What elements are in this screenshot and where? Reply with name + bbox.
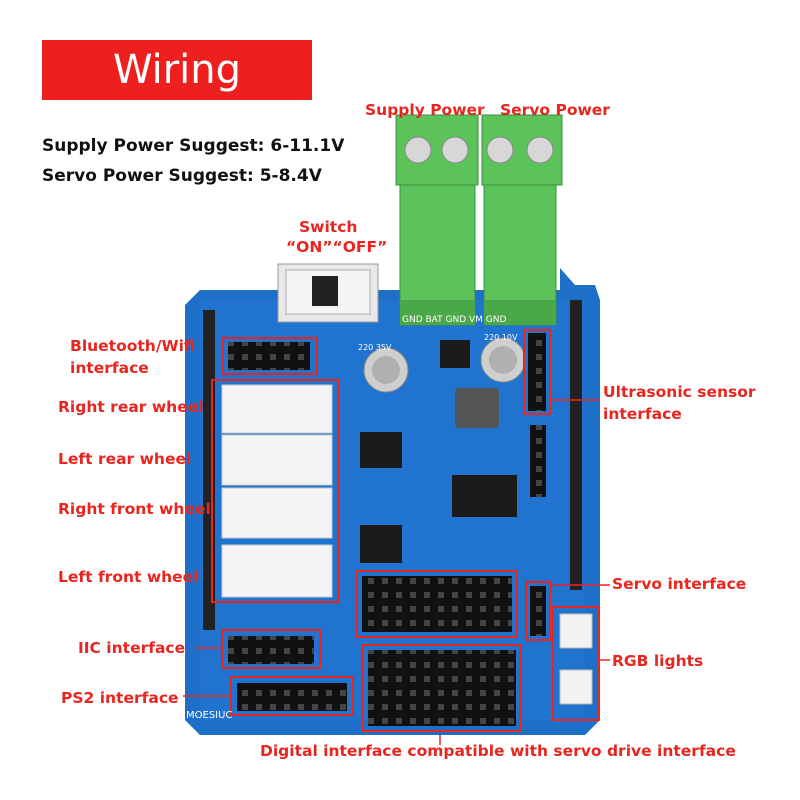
supply-terminal-block — [395, 114, 479, 326]
motor-connectors — [221, 384, 333, 598]
svg-text:220 10V: 220 10V — [484, 333, 518, 342]
bluetooth-header — [228, 342, 310, 370]
iic-interface-label: IIC interface — [78, 639, 186, 657]
right-front-wheel-label: Right front wheel — [58, 500, 211, 518]
supply-power-label: Supply Power — [365, 101, 485, 119]
capacitor-right — [480, 337, 526, 383]
motor-driver-ic-1 — [360, 432, 402, 468]
servo-interface-label: Servo interface — [612, 575, 747, 593]
servo-power-note: Servo Power Suggest: 5-8.4V — [42, 166, 322, 186]
leader-lines — [183, 399, 610, 745]
left-front-wheel-label: Left front wheel — [58, 568, 199, 586]
ps2-interface-label: PS2 interface — [61, 689, 179, 707]
inductor — [455, 388, 499, 428]
rgb-leds — [559, 613, 593, 705]
bluetooth-label: Bluetooth/Wifi — [70, 337, 196, 355]
ps2-header — [237, 683, 347, 711]
servo-interface-header — [530, 586, 546, 636]
regulator-ic — [440, 340, 470, 368]
digital-interface-label: Digital interface compatible with servo … — [260, 742, 736, 760]
extra-header — [530, 425, 546, 497]
switch-label: Switch — [299, 218, 358, 236]
bluetooth-label-line2: interface — [70, 359, 149, 377]
digital-header-grid — [368, 650, 516, 726]
terminal-pin-labels: GND BAT GND VM GND — [402, 315, 506, 325]
right-header-pins — [570, 300, 582, 590]
brand-text: MOESIUC — [186, 710, 232, 721]
right-rear-wheel-label: Right rear wheel — [58, 398, 204, 416]
ultrasonic-label-line2: interface — [603, 405, 682, 423]
left-rear-wheel-label: Left rear wheel — [58, 450, 192, 468]
power-switch — [277, 263, 379, 323]
motor-driver-ic-2 — [360, 525, 402, 563]
page-title: Wiring — [112, 47, 242, 93]
iic-header — [228, 636, 314, 664]
title-banner: Wiring — [42, 40, 312, 100]
servo-header-grid — [362, 576, 512, 632]
ultrasonic-header — [528, 333, 546, 411]
rgb-lights-label: RGB lights — [612, 652, 704, 670]
left-header-pins — [203, 310, 215, 630]
switch-states-label: “ON”“OFF” — [286, 238, 388, 256]
svg-text:220 35V: 220 35V — [358, 343, 392, 352]
servo-power-label: Servo Power — [500, 101, 610, 119]
ultrasonic-label: Ultrasonic sensor — [603, 383, 756, 401]
main-ic — [452, 475, 517, 517]
capacitor-left — [363, 347, 409, 393]
servo-terminal-block — [481, 114, 563, 326]
supply-power-note: Supply Power Suggest: 6-11.1V — [42, 136, 345, 156]
